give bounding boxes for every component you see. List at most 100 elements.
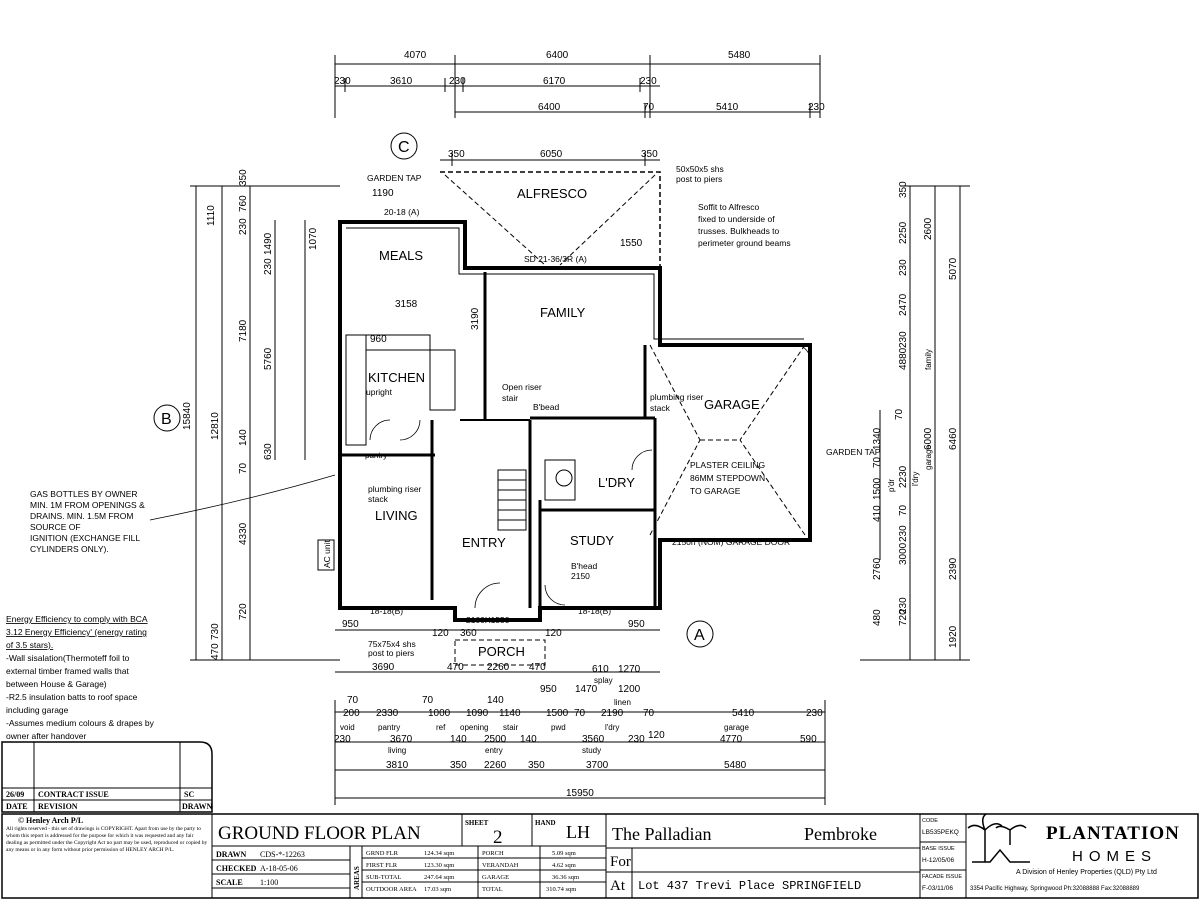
- right-dim-5070: 5070: [948, 257, 959, 280]
- dim-alf-350b: 350: [641, 149, 658, 160]
- plumbing-riser-garage-2: stack: [650, 403, 671, 413]
- plaster-ceiling-3: TO GARAGE: [690, 486, 741, 496]
- area-garage-value: 36.36 sqm: [552, 874, 579, 881]
- palm-tree-icon: [967, 813, 1003, 862]
- dim-top-230b: 230: [449, 76, 466, 87]
- bot-dim4-3560: 3560: [582, 734, 605, 745]
- porch-post-1: 75x75x4 shs: [368, 639, 416, 649]
- right-dim-70b: 70: [872, 456, 883, 468]
- palm-tree-icon: [995, 824, 1027, 845]
- dim-alf-350a: 350: [448, 149, 465, 160]
- right-dim-2760: 2760: [872, 557, 883, 580]
- bot-dim3-200: 200: [343, 708, 360, 719]
- dim-top-70: 70: [643, 102, 655, 113]
- plantation-homes-logo: PLANTATION HOMES A Division of Henley Pr…: [967, 813, 1179, 892]
- bot-dim-1200: 1200: [618, 684, 641, 695]
- window-sd: SD 21-36/3R (A): [524, 254, 587, 264]
- dim-top-3610: 3610: [390, 76, 413, 87]
- bot-dim-1470: 1470: [575, 684, 598, 695]
- bot-dim5-350b: 350: [528, 760, 545, 771]
- bot-dim3-1500: 1500: [546, 708, 569, 719]
- area-verandah-label: VERANDAH: [482, 862, 519, 869]
- energy-note-8: including garage: [6, 705, 69, 715]
- gas-note-1: GAS BOTTLES BY OWNER: [30, 489, 138, 499]
- right-dim-230b: 230: [898, 331, 909, 348]
- energy-note-10: owner after handover: [6, 731, 86, 741]
- brand-address: 3354 Pacific Highway, Springwood Ph:3208…: [970, 886, 1140, 892]
- bot-word-ref: ref: [436, 723, 446, 732]
- right-dim-2470: 2470: [898, 293, 909, 316]
- right-dim-720: 720: [898, 609, 909, 626]
- bot-dim5-350a: 350: [450, 760, 467, 771]
- copyright-text: All rights reserved - this set of drawin…: [6, 826, 208, 853]
- right-dim-2390: 2390: [948, 557, 959, 580]
- bot-dim-360: 360: [460, 628, 477, 639]
- dim-3158: 3158: [395, 299, 418, 310]
- project-name: The Palladian: [612, 824, 711, 844]
- dim-top-5410: 5410: [716, 102, 739, 113]
- soffit-note-1: Soffit to Alfresco: [698, 202, 760, 212]
- dim-top-230c: 230: [640, 76, 657, 87]
- bot-dim4-140b: 140: [520, 734, 537, 745]
- gas-note-4: SOURCE OF: [30, 522, 81, 532]
- room-family: FAMILY: [540, 305, 586, 320]
- room-meals: MEALS: [379, 248, 423, 263]
- bot-dim3-2330: 2330: [376, 708, 399, 719]
- area-total-value: 310.74 sqm: [546, 886, 576, 893]
- base-issue-value: H-12/05/06: [922, 857, 955, 864]
- bot-dim4-120: 120: [648, 730, 665, 741]
- dim-alf-6050: 6050: [540, 149, 563, 160]
- bot-word-pantry: pantry: [378, 723, 400, 732]
- shs-post-label: 50x50x5 shs: [676, 164, 724, 174]
- top-dimensions: 4070 6400 5480 230 3610 230 6170 230 640…: [334, 50, 825, 166]
- bot-dim4-230b: 230: [628, 734, 645, 745]
- area-total-label: TOTAL: [482, 886, 503, 893]
- facade-issue-value: F-03/11/06: [922, 885, 953, 892]
- plumbing-riser-garage-1: plumbing riser: [650, 392, 704, 402]
- energy-efficiency-note: Energy Efficiency to comply with BCA 3.1…: [6, 614, 155, 741]
- soffit-note-4: perimeter ground beams: [698, 238, 791, 248]
- right-dim-70a: 70: [894, 408, 905, 420]
- left-dim-230b: 230: [263, 258, 274, 275]
- bot-word-ldry: l'dry: [605, 723, 619, 732]
- dim-1550: 1550: [620, 238, 643, 249]
- area-subtotal-value: 247.64 sqm: [424, 874, 454, 881]
- left-dim-1490: 1490: [263, 232, 274, 255]
- right-word-pdr: p'dr: [887, 479, 896, 492]
- bot-dim-1270: 1270: [618, 664, 641, 675]
- right-dim-1920: 1920: [948, 625, 959, 648]
- room-entry: ENTRY: [462, 535, 506, 550]
- energy-note-2: 3.12 Energy Efficiency' (energy rating: [6, 627, 147, 637]
- bot-dim3-70a: 70: [347, 695, 359, 706]
- energy-note-6: between House & Garage): [6, 679, 107, 689]
- left-dim-70: 70: [238, 462, 249, 474]
- right-dim-2250: 2250: [898, 221, 909, 244]
- soffit-note-2: fixed to underside of: [698, 214, 775, 224]
- shs-post-label-2: post to piers: [676, 174, 722, 184]
- area-garage-label: GARAGE: [482, 874, 509, 881]
- scale-label: SCALE: [216, 878, 243, 887]
- bot-dim5-5480: 5480: [724, 760, 747, 771]
- hand-value: LH: [566, 822, 590, 842]
- left-dim-350: 350: [238, 169, 249, 186]
- bot-dim4-140a: 140: [450, 734, 467, 745]
- right-dim-230a: 230: [898, 259, 909, 276]
- area-grnd-label: GRND FLR: [366, 850, 399, 857]
- bot-dim3-230: 230: [806, 708, 823, 719]
- bot-dim4-230a: 230: [334, 734, 351, 745]
- bot-dim-120b: 120: [545, 628, 562, 639]
- bot-dim3-1140: 1140: [499, 708, 521, 719]
- room-pantry: pantry: [365, 451, 387, 460]
- energy-note-3: of 3.5 stars).: [6, 640, 53, 650]
- left-dim-12810: 12810: [210, 412, 221, 440]
- dim-1190: 1190: [372, 188, 394, 199]
- bot-dim-950a: 950: [342, 619, 359, 630]
- upright-label: upright: [366, 387, 393, 397]
- study-bhead-1: B'head: [571, 561, 597, 571]
- grid-markers: C B A: [153, 132, 714, 648]
- right-dim-230d: 230: [898, 597, 909, 614]
- left-dim-5760: 5760: [263, 347, 274, 370]
- energy-note-9: -Assumes medium colours & drapes by: [6, 718, 155, 728]
- bot-dim-120a: 120: [432, 628, 449, 639]
- dim-top-4070: 4070: [404, 50, 427, 61]
